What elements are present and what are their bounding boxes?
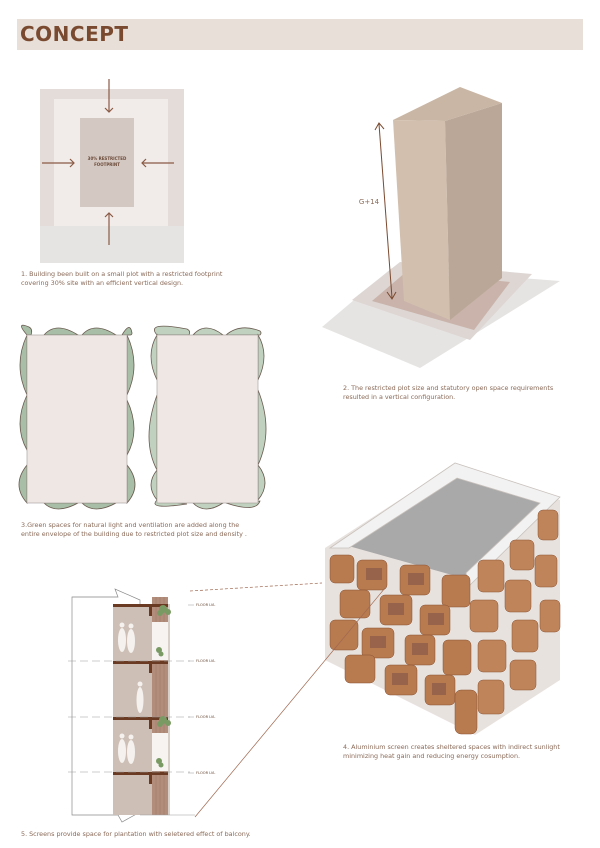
footprint-label-line1: 30% RESTRICTED [88,156,127,161]
height-label-text: G+14 [359,198,380,206]
caption-2-line2: resulted in a vertical configuration. [343,393,456,401]
caption-1-line1: 1. Building been built on a small plot w… [21,270,223,278]
floor-level-label: FLOOR LVL [196,603,215,607]
footprint-label: 30% RESTRICTED FOOTPRINT [88,156,127,167]
title-bar [17,19,583,50]
caption-4: 4. Aluminium screen creates sheltered sp… [343,743,598,761]
footprint-label-line2: FOOTPRINT [94,162,120,167]
floor-level-label: FLOOR LVL [196,715,215,719]
caption-2-line1: 2. The restricted plot size and statutor… [343,384,554,392]
page-title: CONCEPT [20,22,129,46]
caption-2: 2. The restricted plot size and statutor… [343,384,593,402]
caption-5: 5. Screens provide space for plantation … [21,830,251,838]
height-label: G+14 [359,198,380,206]
floor-level-label: FLOOR LVL [196,771,215,775]
caption-4-line1: 4. Aluminium screen creates sheltered sp… [343,743,560,751]
floor-level-labels: FLOOR LVL FLOOR LVL FLOOR LVL FLOOR LVL [188,603,215,775]
caption-3: 3.Green spaces for natural light and ven… [21,521,291,539]
caption-1-line2: covering 30% site with an efficient vert… [21,279,184,287]
caption-1: 1. Building been built on a small plot w… [21,270,291,288]
caption-3-line1: 3.Green spaces for natural light and ven… [21,521,240,529]
floor-level-label: FLOOR LVL [196,659,215,663]
caption-3-line2: entire envelope of the building due to r… [21,530,247,538]
caption-4-line2: minimizing heat gain and reducing energy… [343,752,521,760]
